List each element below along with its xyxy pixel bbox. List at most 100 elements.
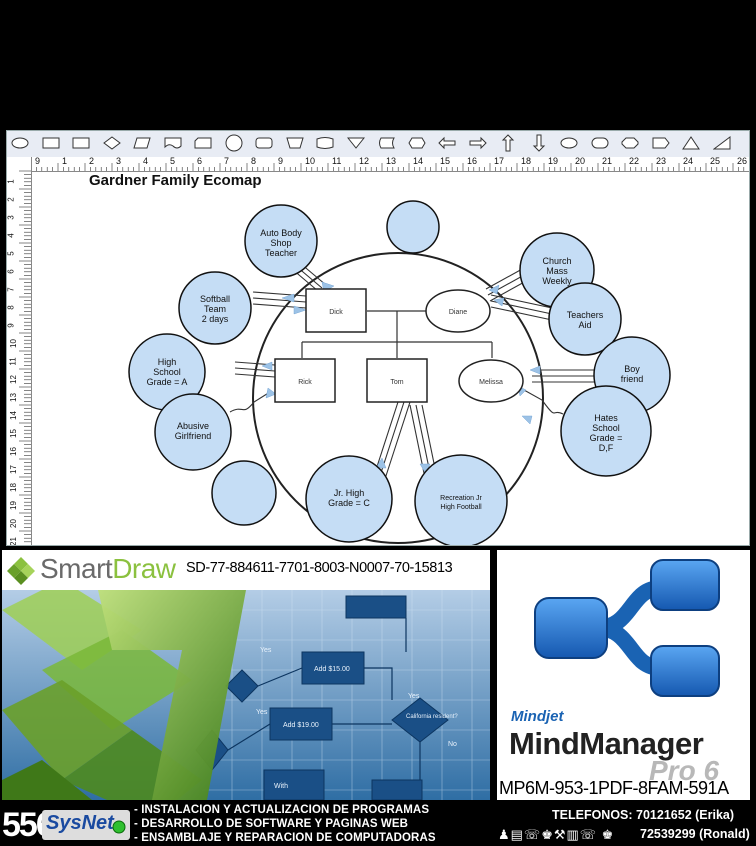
ruler-h-label: 10 (305, 156, 316, 166)
shape-tool-diamond-4[interactable] (102, 134, 121, 152)
ruler-h-label: 14 (413, 156, 424, 166)
ruler-h-label: 6 (197, 156, 203, 166)
ecomap-boundary-circle (252, 252, 544, 544)
ruler-h-label: 12 (359, 156, 370, 166)
empty-system-top[interactable] (386, 200, 440, 254)
shape-tool-card-7[interactable] (194, 134, 212, 152)
shape-tool-arrow-down-18[interactable] (530, 134, 548, 152)
mindmanager-version: Pro 6 (649, 755, 720, 786)
shape-tool-triangle-down-12[interactable] (346, 134, 365, 152)
system-jr-high[interactable] (305, 455, 393, 543)
ruler-h-label: 13 (386, 156, 397, 166)
mindmanager-serial: MP6M-953-1PDF-8FAM-591A (499, 778, 729, 798)
family-tree-lines (301, 310, 493, 358)
ruler-h-label: 26 (737, 156, 748, 166)
person-melissa-label: Melissa (479, 379, 503, 386)
ecomap-diagram: Gardner Family Ecomap (89, 172, 671, 546)
ruler-v-label: 16 (8, 447, 18, 456)
person-diane[interactable] (425, 289, 491, 333)
system-abusive-girlfriend[interactable] (154, 393, 232, 471)
mindmanager-logo-icon (534, 559, 720, 697)
system-recreation-football[interactable] (414, 454, 508, 546)
service-line-1: - INSTALACION Y ACTUALIZACION DE PROGRAM… (134, 804, 430, 816)
shape-tool-tape-11[interactable] (316, 134, 334, 152)
ruler-v-label: 19 (8, 501, 18, 510)
shape-tool-parallelogram-5[interactable] (133, 134, 151, 152)
ruler-v-ticks (19, 170, 31, 543)
ruler-v-label: 3 (6, 215, 16, 220)
flow-label-california: California resident? (406, 714, 458, 720)
person-dick[interactable] (305, 288, 367, 333)
flow-label-yes-1: Yes (260, 647, 272, 654)
system-softball-team[interactable] (178, 271, 252, 345)
shape-tool-circle-8[interactable] (225, 134, 243, 152)
shape-tool-rect-3[interactable] (72, 134, 90, 152)
shape-tool-arrow-right-16[interactable] (469, 134, 487, 152)
smartdraw-logo-icon (7, 557, 35, 585)
shape-tool-triangle-23[interactable] (682, 134, 700, 152)
empty-system-bottom[interactable] (211, 460, 277, 526)
shape-tool-ellipse-19[interactable] (560, 134, 578, 152)
ruler-h-label: 9 (35, 156, 41, 166)
person-tom-label: Tom (390, 379, 403, 386)
ruler-v-label: 15 (8, 429, 18, 438)
mindmanager-name: MindManager (509, 726, 704, 761)
ruler-v-label: 17 (8, 465, 18, 474)
sysnet-logo: SysNet (42, 810, 130, 840)
shape-tool-arrow-left-15[interactable] (438, 134, 456, 152)
smartdraw-logo: SmartDraw (40, 553, 176, 584)
ruler-v-label: 18 (8, 483, 18, 492)
system-auto-body-shop[interactable] (244, 204, 318, 278)
shape-tool-rect-2[interactable] (42, 134, 60, 152)
shape-tool-document-6[interactable] (164, 134, 182, 152)
shape-tool-pentagon-22[interactable] (652, 134, 670, 152)
shape-tool-rounded-20[interactable] (591, 134, 609, 152)
ruler-v-label: 4 (6, 233, 16, 238)
shape-tool-triangle-right-24[interactable] (712, 134, 731, 152)
system-hates-school[interactable] (560, 385, 652, 477)
flow-label-with: With (274, 783, 288, 790)
shape-tool-storage-13[interactable] (377, 134, 395, 152)
ruler-h-label: 4 (143, 156, 149, 166)
system-teachers-aid[interactable] (548, 282, 622, 356)
ruler-h-label: 18 (521, 156, 532, 166)
ruler-v-label: 12 (8, 375, 18, 384)
ruler-v-label: 2 (6, 197, 16, 202)
ruler-h-label: 11 (332, 156, 342, 166)
shape-tool-hexagon-14[interactable] (407, 134, 426, 152)
shape-tool-octagon-21[interactable] (621, 134, 639, 152)
person-tom[interactable] (366, 358, 428, 403)
ruler-v-label: 8 (6, 305, 16, 310)
footer-bar: 556 SysNet - INSTALACION Y ACTUALIZACION… (0, 800, 756, 846)
shape-tool-ellipse-1[interactable] (11, 134, 29, 152)
drawing-canvas[interactable]: Gardner Family Ecomap (32, 172, 749, 546)
ruler-v-label: 20 (8, 519, 18, 528)
ruler-h-label: 22 (629, 156, 640, 166)
smartdraw-serial: SD-77-884611-7701-8003-N0007-70-15813 (186, 560, 453, 576)
phone-erika: TELEFONOS: 70121652 (Erika) (552, 808, 735, 822)
ruler-v-label: 5 (6, 251, 16, 256)
ruler-h-label: 19 (548, 156, 559, 166)
smartdraw-header: SmartDraw SD-77-884611-7701-8003-N0007-7… (2, 550, 490, 590)
shape-tool-arrow-up-17[interactable] (499, 134, 517, 152)
shape-tool-rounded-9[interactable] (255, 134, 273, 152)
green-dot-icon (112, 820, 126, 834)
top-black-area (0, 0, 756, 130)
ruler-h-label: 1 (62, 156, 68, 166)
ruler-h-label: 5 (170, 156, 176, 166)
service-line-2: - DESARROLLO DE SOFTWARE Y PAGINAS WEB (134, 818, 409, 830)
person-rick[interactable] (274, 358, 336, 403)
ruler-v-label: 14 (8, 411, 18, 420)
shape-tool-trapezoid-10[interactable] (285, 134, 304, 152)
sysnet-logo-text: SysNet (46, 812, 114, 834)
person-melissa[interactable] (458, 359, 524, 403)
ruler-h-label: 23 (656, 156, 667, 166)
